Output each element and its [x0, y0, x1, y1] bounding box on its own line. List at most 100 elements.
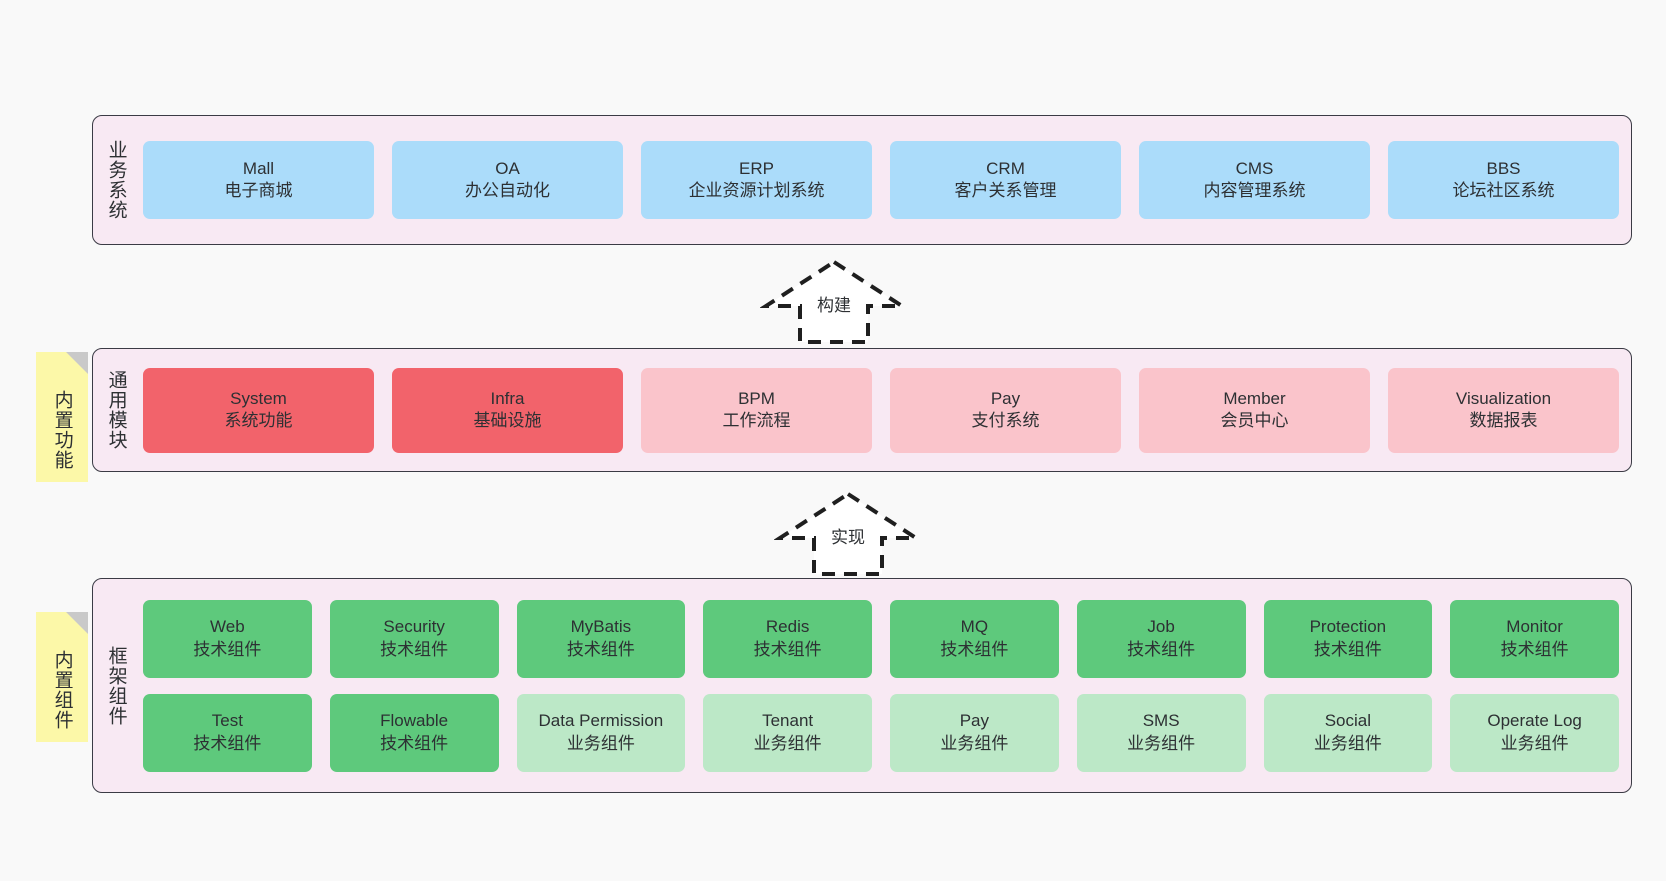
- card-mybatis[interactable]: MyBatis 技术组件: [516, 599, 686, 678]
- card-subtitle: 系统功能: [224, 411, 293, 430]
- card-subtitle: 业务组件: [1500, 733, 1569, 753]
- card-pay[interactable]: Pay 支付系统: [890, 367, 1121, 453]
- card-subtitle: 业务组件: [940, 733, 1009, 753]
- card-erp[interactable]: ERP 企业资源计划系统: [641, 141, 872, 219]
- card-bpm[interactable]: BPM 工作流程: [641, 367, 872, 453]
- card-tenant[interactable]: Tenant 业务组件: [703, 693, 872, 772]
- layer-body-framework-components: Web 技术组件 Security 技术组件 MyBatis 技术组件 Redi…: [139, 579, 1631, 792]
- card-title: Pay: [959, 711, 990, 731]
- card-flowable[interactable]: Flowable 技术组件: [329, 693, 499, 772]
- card-subtitle: 技术组件: [380, 733, 449, 753]
- card-title: SMS: [1142, 711, 1180, 731]
- card-job[interactable]: Job 技术组件: [1076, 599, 1246, 678]
- connector-implement: 实现: [774, 490, 922, 578]
- sticky-note-builtin-features: 内置功能: [36, 352, 88, 482]
- card-web[interactable]: Web 技术组件: [143, 599, 312, 678]
- layer-body-business-systems: Mall 电子商城 OA 办公自动化 ERP 企业资源计划系统 CRM 客户关系…: [139, 116, 1631, 244]
- card-title: OA: [495, 158, 520, 178]
- card-title: Flowable: [380, 711, 449, 731]
- card-system[interactable]: System 系统功能: [143, 367, 374, 453]
- card-operate-log[interactable]: Operate Log 业务组件: [1450, 693, 1619, 772]
- card-subtitle: 工作流程: [722, 411, 791, 430]
- card-title: Test: [211, 711, 243, 731]
- card-mall[interactable]: Mall 电子商城: [143, 141, 374, 219]
- card-subtitle: 技术组件: [753, 639, 822, 659]
- card-title: Member: [1223, 388, 1286, 408]
- card-title: Social: [1324, 711, 1372, 731]
- card-subtitle: 技术组件: [193, 639, 262, 659]
- connector-implement-label: 实现: [831, 528, 865, 547]
- card-subtitle: 企业资源计划系统: [688, 181, 825, 200]
- layer-business-systems: 业务系统 Mall 电子商城 OA 办公自动化 ERP 企业资源计划系统 CRM…: [92, 115, 1632, 245]
- card-title: Job: [1147, 617, 1175, 637]
- card-title: Redis: [765, 617, 810, 637]
- card-title: System: [230, 388, 287, 408]
- card-subtitle: 技术组件: [566, 639, 635, 659]
- card-subtitle: 业务组件: [1313, 733, 1382, 753]
- layer-title-framework-components: 框架组件: [105, 645, 127, 726]
- card-subtitle: 基础设施: [473, 411, 542, 430]
- card-title: Tenant: [762, 711, 814, 731]
- card-title: Web: [210, 617, 245, 637]
- layer-framework-components: 框架组件 Web 技术组件 Security 技术组件 MyBatis 技术组件…: [92, 578, 1632, 793]
- card-cms[interactable]: CMS 内容管理系统: [1139, 141, 1370, 219]
- card-mq[interactable]: MQ 技术组件: [890, 599, 1059, 678]
- card-title: MQ: [960, 617, 989, 637]
- card-infra[interactable]: Infra 基础设施: [392, 367, 623, 453]
- card-subtitle: 技术组件: [193, 733, 262, 753]
- card-title: BPM: [738, 388, 775, 408]
- connector-build: 构建: [760, 258, 908, 346]
- card-oa[interactable]: OA 办公自动化: [392, 141, 623, 219]
- card-subtitle: 业务组件: [1127, 733, 1196, 753]
- hollow-up-arrow-dashed-icon: [760, 259, 908, 344]
- card-test[interactable]: Test 技术组件: [143, 693, 312, 772]
- card-title: BBS: [1486, 158, 1521, 178]
- card-subtitle: 数据报表: [1469, 411, 1538, 430]
- card-social[interactable]: Social 业务组件: [1263, 693, 1433, 772]
- card-subtitle: 论坛社区系统: [1452, 181, 1555, 200]
- layer-title-business-systems: 业务系统: [105, 140, 127, 220]
- connector-build-label: 构建: [817, 296, 851, 315]
- card-visualization[interactable]: Visualization 数据报表: [1388, 367, 1619, 453]
- card-row: Web 技术组件 Security 技术组件 MyBatis 技术组件 Redi…: [143, 599, 1619, 678]
- card-redis[interactable]: Redis 技术组件: [703, 599, 872, 678]
- sticky-note-builtin-components: 内置组件: [36, 612, 88, 742]
- layer-body-common-modules: System 系统功能 Infra 基础设施 BPM 工作流程 Pay 支付系统…: [139, 349, 1631, 471]
- card-subtitle: 技术组件: [1500, 639, 1569, 659]
- card-row: System 系统功能 Infra 基础设施 BPM 工作流程 Pay 支付系统…: [143, 367, 1619, 453]
- card-title: MyBatis: [570, 617, 632, 637]
- card-pay-business[interactable]: Pay 业务组件: [890, 693, 1059, 772]
- note-fold-corner-icon: [66, 612, 88, 634]
- card-title: ERP: [739, 158, 774, 178]
- card-title: Infra: [490, 388, 525, 408]
- card-title: Data Permission: [538, 711, 664, 731]
- card-sms[interactable]: SMS 业务组件: [1076, 693, 1246, 772]
- card-title: Visualization: [1455, 388, 1552, 408]
- card-title: CMS: [1235, 158, 1274, 178]
- card-subtitle: 办公自动化: [465, 181, 550, 200]
- card-subtitle: 技术组件: [940, 639, 1009, 659]
- card-title: Security: [383, 617, 445, 637]
- card-subtitle: 客户关系管理: [954, 181, 1057, 200]
- card-bbs[interactable]: BBS 论坛社区系统: [1388, 141, 1619, 219]
- card-title: Mall: [242, 158, 275, 178]
- card-subtitle: 技术组件: [1313, 639, 1382, 659]
- card-protection[interactable]: Protection 技术组件: [1263, 599, 1433, 678]
- card-title: Protection: [1309, 617, 1387, 637]
- card-security[interactable]: Security 技术组件: [329, 599, 499, 678]
- card-subtitle: 电子商城: [224, 181, 293, 200]
- card-data-permission[interactable]: Data Permission 业务组件: [516, 693, 686, 772]
- sticky-note-label: 内置组件: [51, 650, 73, 730]
- card-row: Mall 电子商城 OA 办公自动化 ERP 企业资源计划系统 CRM 客户关系…: [143, 141, 1619, 219]
- card-row: Test 技术组件 Flowable 技术组件 Data Permission …: [143, 693, 1619, 772]
- card-member[interactable]: Member 会员中心: [1139, 367, 1370, 453]
- card-crm[interactable]: CRM 客户关系管理: [890, 141, 1121, 219]
- card-title: CRM: [986, 158, 1025, 178]
- card-subtitle: 技术组件: [380, 639, 449, 659]
- layer-common-modules: 通用模块 System 系统功能 Infra 基础设施 BPM 工作流程 Pay…: [92, 348, 1632, 472]
- sticky-note-label: 内置功能: [51, 390, 73, 470]
- card-subtitle: 会员中心: [1220, 411, 1289, 430]
- layer-title-common-modules: 通用模块: [105, 370, 127, 450]
- card-monitor[interactable]: Monitor 技术组件: [1450, 599, 1619, 678]
